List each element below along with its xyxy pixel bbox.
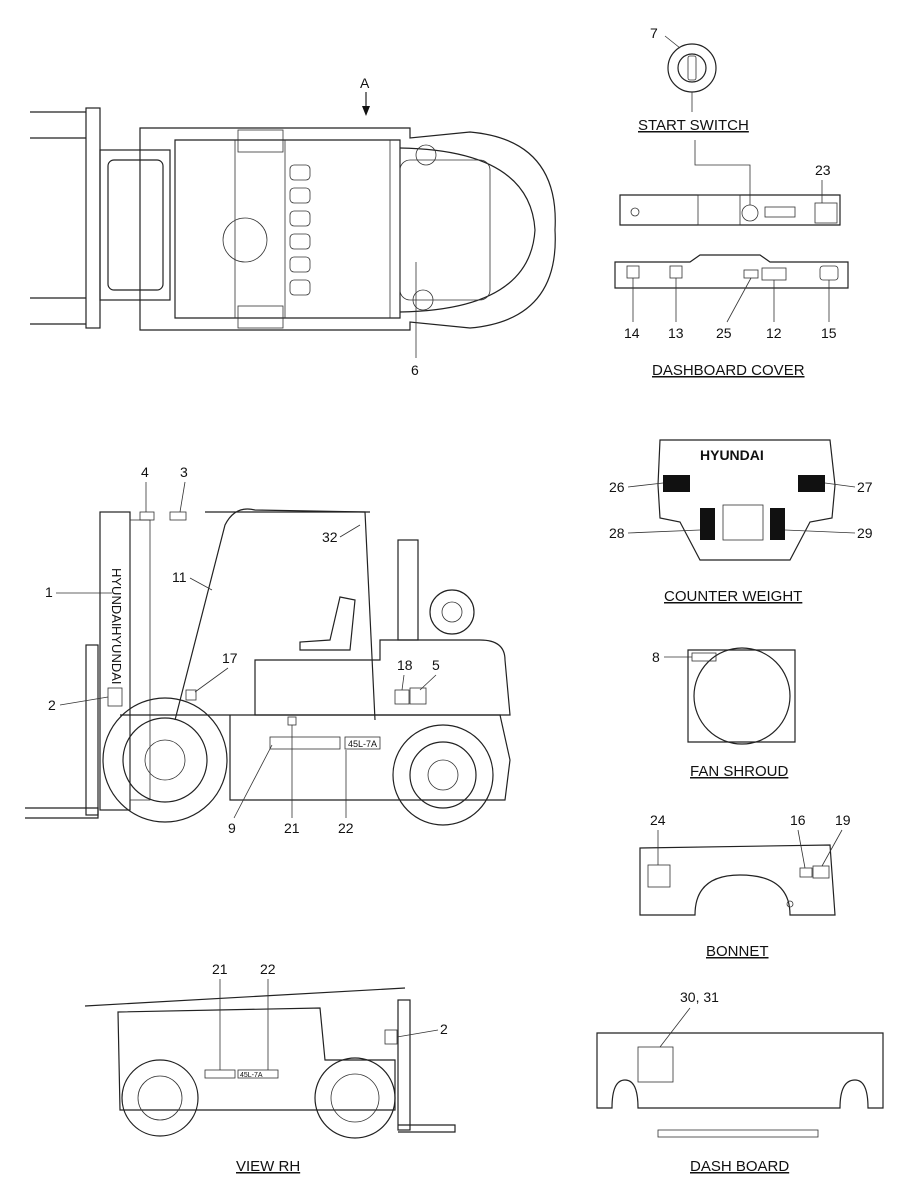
mast-brand-text-upper: HYUNDAI: [109, 568, 124, 627]
callout-14: 14: [624, 325, 640, 341]
mast-brand-text-lower: HYUNDAI: [109, 626, 124, 685]
bonnet-detail: 24 16 19 BONNET: [639, 812, 851, 960]
callout-6: 6: [411, 362, 419, 378]
caption-counter-weight: COUNTER WEIGHT: [664, 588, 802, 605]
rh-callout-2: 2: [440, 1021, 448, 1037]
rh-callout-21: 21: [212, 961, 228, 977]
caption-dashboard-cover: DASHBOARD COVER: [652, 362, 805, 379]
counterweight-brand-text: HYUNDAI: [700, 447, 764, 463]
callout-9: 9: [228, 820, 236, 836]
callout-32: 32: [322, 529, 338, 545]
counter-weight-detail: HYUNDAI 26 27 28 29 COUNTER WEIGHT: [609, 439, 873, 605]
callout-3: 3: [180, 464, 188, 480]
callout-27: 27: [857, 479, 873, 495]
callout-7: 7: [650, 25, 658, 41]
caption-view-rh: VIEW RH: [236, 1158, 300, 1175]
callout-26: 26: [609, 479, 625, 495]
rh-model-badge: 45L-7A: [240, 1072, 263, 1079]
callout-12: 12: [766, 325, 782, 341]
top-view-forklift: A 6: [30, 75, 556, 378]
side-view-forklift: HYUNDAI HYUNDAI 45L-7A: [25, 464, 511, 836]
callout-5: 5: [432, 657, 440, 673]
callout-1: 1: [45, 584, 53, 600]
callout-13: 13: [668, 325, 684, 341]
callout-17: 17: [222, 650, 238, 666]
callout-8: 8: [652, 649, 660, 665]
view-arrow-label: A: [360, 75, 370, 91]
view-rh-forklift: 45L-7A 21 22 2 VIEW RH: [84, 961, 456, 1175]
callout-19: 19: [835, 812, 851, 828]
callout-2: 2: [48, 697, 56, 713]
caption-bonnet: BONNET: [706, 943, 769, 960]
callout-22: 22: [338, 820, 354, 836]
caption-start-switch: START SWITCH: [638, 117, 749, 134]
callout-21: 21: [284, 820, 300, 836]
caption-fan-shroud: FAN SHROUD: [690, 763, 789, 780]
dash-board-detail: 30, 31 DASH BOARD: [596, 989, 884, 1175]
callout-29: 29: [857, 525, 873, 541]
caption-dash-board: DASH BOARD: [690, 1158, 789, 1175]
callout-18: 18: [397, 657, 413, 673]
side-model-badge: 45L-7A: [348, 739, 377, 749]
callout-25: 25: [716, 325, 732, 341]
callout-11: 11: [172, 569, 187, 585]
dashboard-cover-detail: 23 14 13 25 12 15 DASHBOARD COVER: [614, 140, 849, 379]
callout-24: 24: [650, 812, 666, 828]
callout-30-31: 30, 31: [680, 989, 719, 1005]
callout-15: 15: [821, 325, 837, 341]
callout-23: 23: [815, 162, 831, 178]
fan-shroud-detail: 8 FAN SHROUD: [652, 647, 796, 780]
callout-4: 4: [141, 464, 149, 480]
callout-28: 28: [609, 525, 625, 541]
callout-16: 16: [790, 812, 806, 828]
start-switch-detail: 7 START SWITCH: [638, 25, 749, 134]
rh-callout-22: 22: [260, 961, 276, 977]
